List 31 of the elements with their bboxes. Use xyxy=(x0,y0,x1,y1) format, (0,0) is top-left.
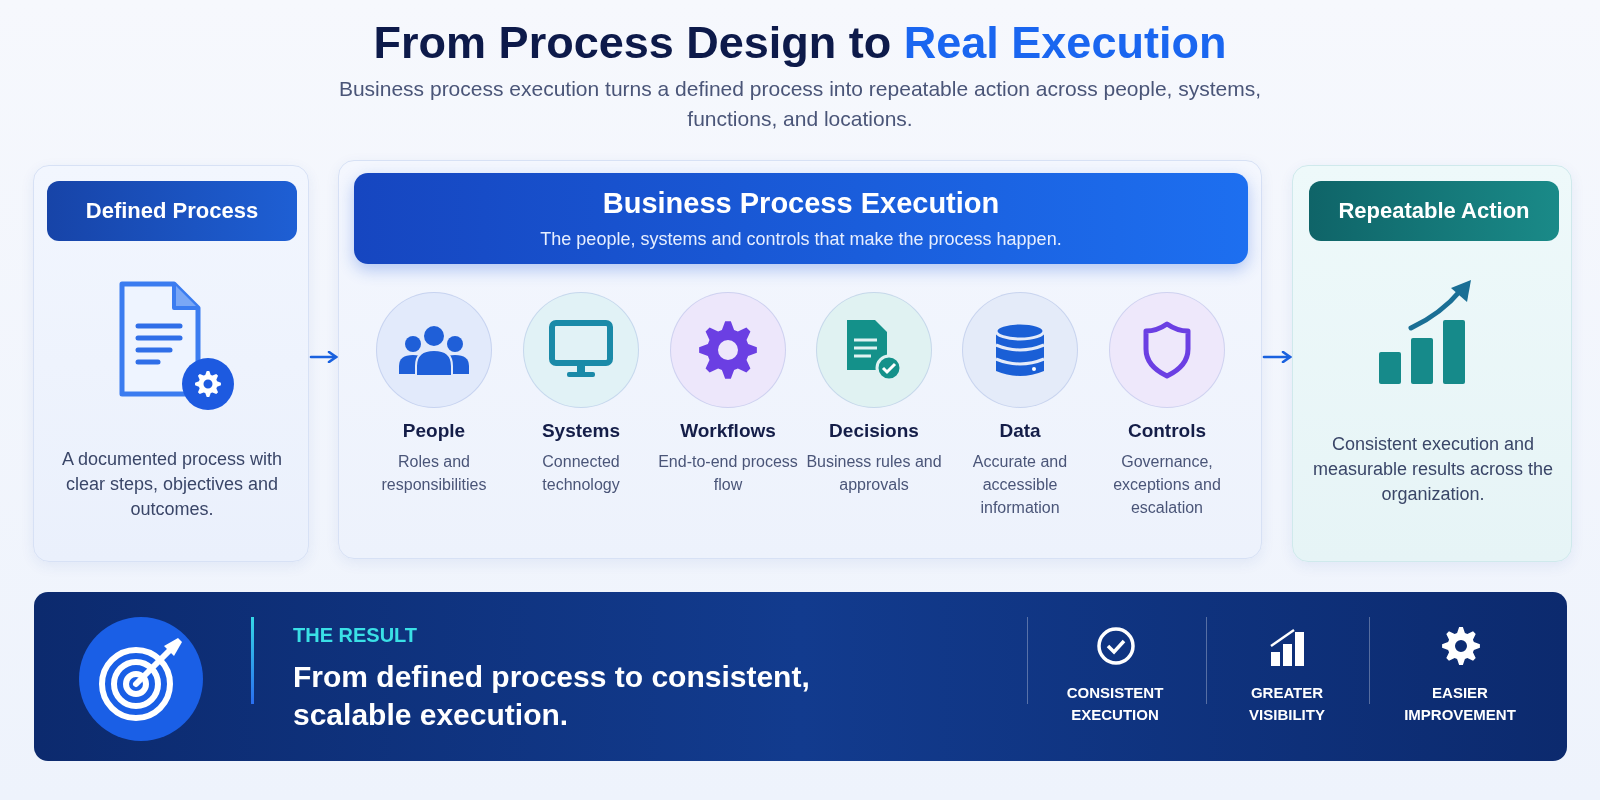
subtitle: Business process execution turns a defined process into repeatable action across people, systems, functions, and locations. xyxy=(337,76,1263,132)
panel-header: Defined Process xyxy=(47,181,297,241)
item-description: End-to-end process flow xyxy=(657,452,799,495)
item-title: Controls xyxy=(1126,419,1208,443)
item-description: Connected technology xyxy=(541,452,621,495)
result-banner xyxy=(34,592,1567,761)
title: From Process Design to Real Execution xyxy=(372,16,1228,70)
result-kicker: THE RESULT xyxy=(293,623,419,648)
item-title: People xyxy=(401,419,467,443)
benefit-label: GREATER VISIBILITY xyxy=(1248,683,1326,725)
panel-heading: Business Process Execution xyxy=(601,186,1001,221)
item-title: Workflows xyxy=(679,419,777,443)
benefit-label: CONSISTENT EXECUTION xyxy=(1065,683,1165,725)
item-description: Governance, exceptions and escalation xyxy=(1112,452,1222,518)
item-description: Business rules and approvals xyxy=(805,452,943,495)
item-description: Accurate and accessible information xyxy=(971,452,1069,518)
panel-description: Consistent execution and measurable results across the organization. xyxy=(1311,433,1555,506)
panel-description: A documented process with clear steps, objectives and outcomes. xyxy=(60,448,284,521)
item-title: Decisions xyxy=(828,419,920,443)
panel-card xyxy=(33,165,309,562)
panel-subheading: The people, systems and controls that make the process happen. xyxy=(539,228,1063,251)
arrow xyxy=(1262,350,1292,364)
result-statement: From defined process to consistent, scalable execution. xyxy=(293,659,811,733)
panel-header: Repeatable Action xyxy=(1309,181,1559,241)
item-title: Systems xyxy=(540,419,622,443)
item-title: Data xyxy=(998,419,1042,443)
panel-card xyxy=(1292,165,1572,562)
panel-card xyxy=(338,160,1262,559)
arrow xyxy=(309,350,338,364)
benefit-label: EASIER IMPROVEMENT xyxy=(1403,683,1517,725)
item-description: Roles and responsibilities xyxy=(380,452,488,495)
